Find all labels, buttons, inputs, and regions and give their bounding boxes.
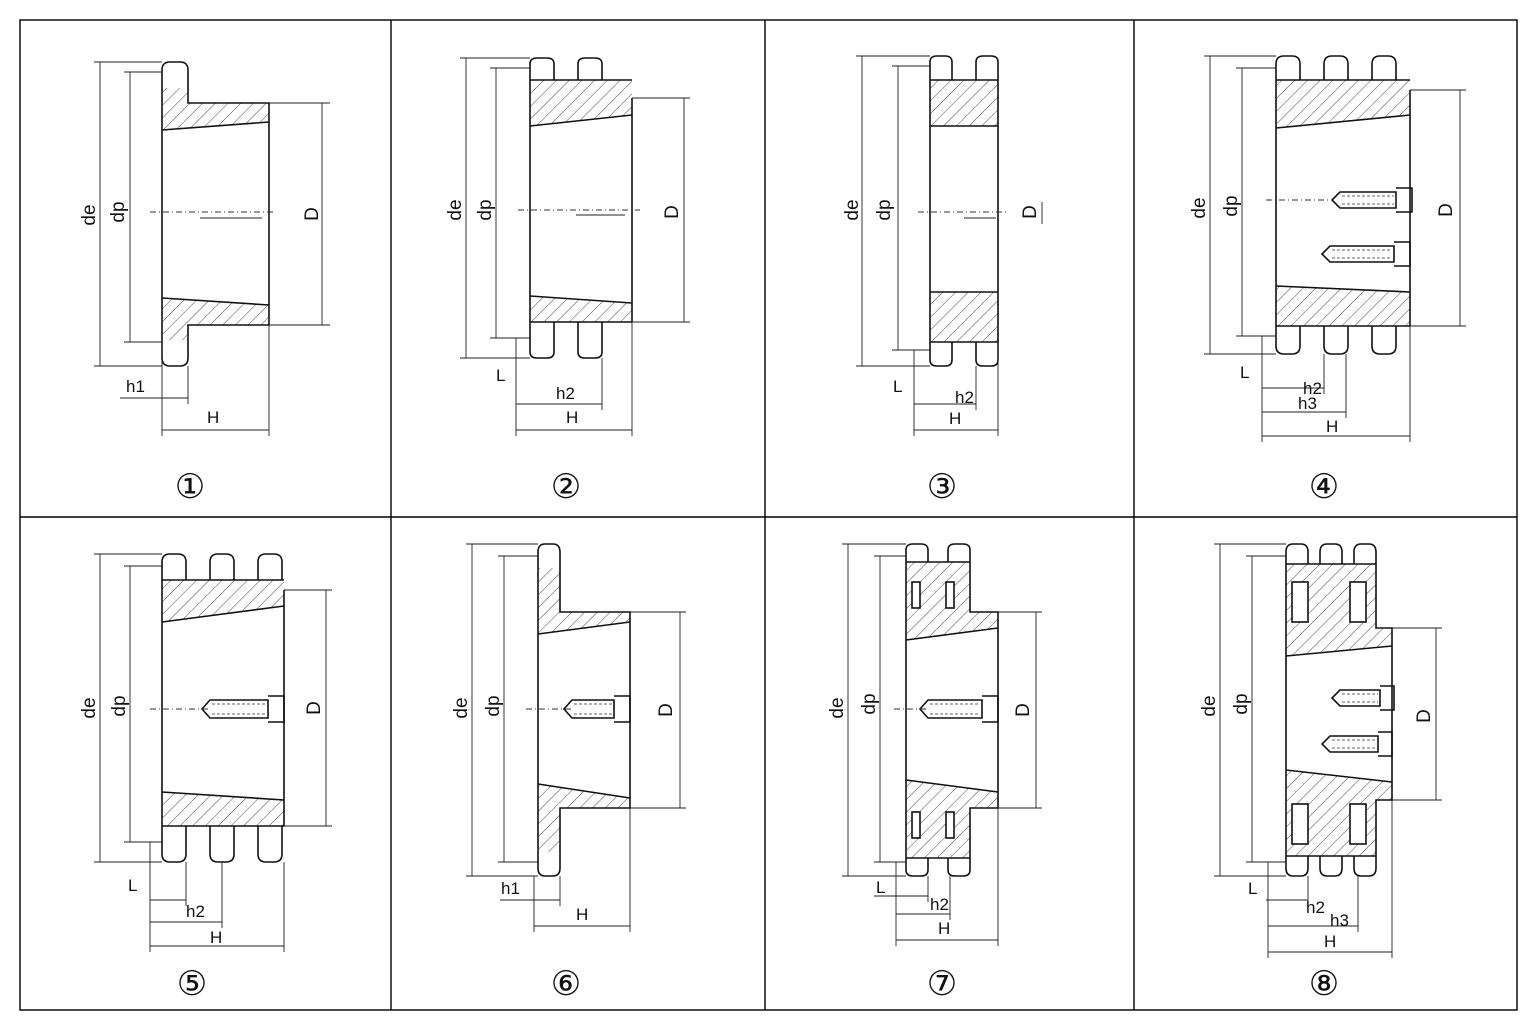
dp-label: dp — [1231, 693, 1252, 714]
H-label: H — [576, 905, 588, 924]
L-label: L — [876, 878, 885, 897]
panel-7 — [842, 543, 1042, 946]
panel-8 — [1214, 543, 1442, 958]
panel-number: ⑥ — [551, 965, 581, 1003]
h2-label: h2 — [1303, 379, 1322, 398]
h2-label: h2 — [556, 384, 575, 403]
dp-label: dp — [109, 695, 130, 716]
de-label: de — [827, 697, 848, 718]
h2-label: h2 — [186, 902, 205, 921]
panel-5-labels: de dp D L h2 H ⑤ — [79, 695, 325, 1003]
panel-7-labels: de dp D L h2 H ⑦ — [827, 693, 1034, 1003]
panel-1 — [94, 61, 330, 436]
panel-number: ② — [551, 468, 581, 506]
L-label: L — [1240, 363, 1249, 382]
panel-3 — [856, 55, 1008, 436]
h2-label: h2 — [955, 388, 974, 407]
de-label: de — [79, 204, 100, 225]
dp-label: dp — [1221, 195, 1242, 216]
panel-6-labels: de dp D h1 H ⑥ — [451, 695, 677, 1003]
panel-number: ① — [175, 468, 205, 506]
panel-4 — [1204, 55, 1466, 442]
h3-label: h3 — [1330, 911, 1349, 930]
panel-number: ⑧ — [1309, 965, 1339, 1003]
h2-label: h2 — [930, 895, 949, 914]
D-label: D — [656, 703, 677, 717]
panel-3-labels: de dp D L h2 H ③ — [842, 199, 1043, 506]
panel-number: ④ — [1309, 468, 1339, 506]
de-label: de — [79, 697, 100, 718]
D-label: D — [302, 207, 323, 221]
panel-2 — [460, 57, 690, 436]
dp-label: dp — [859, 693, 880, 714]
h1-label: h1 — [501, 879, 520, 898]
de-label: de — [1199, 695, 1220, 716]
h3-label: h3 — [1298, 394, 1317, 413]
H-label: H — [938, 919, 950, 938]
D-label: D — [1013, 703, 1034, 717]
panel-5 — [94, 553, 332, 952]
L-label: L — [496, 366, 505, 385]
panel-8-labels: de dp D L h2 h3 H ⑧ — [1199, 693, 1435, 1003]
D-label: D — [1414, 709, 1435, 723]
L-label: L — [1248, 879, 1257, 898]
H-label: H — [1326, 417, 1338, 436]
H-label: H — [949, 409, 961, 428]
h2-label: h2 — [1306, 898, 1325, 917]
D-label: D — [662, 205, 683, 219]
panel-6 — [466, 543, 686, 932]
de-label: de — [451, 697, 472, 718]
de-label: de — [842, 199, 863, 220]
D-label: D — [1436, 203, 1457, 217]
H-label: H — [210, 928, 222, 947]
H-label: H — [566, 408, 578, 427]
D-label: D — [304, 701, 325, 715]
L-label: L — [893, 377, 902, 396]
H-label: H — [207, 408, 219, 427]
de-label: de — [445, 199, 466, 220]
de-label: de — [1189, 197, 1210, 218]
panel-2-labels: de dp D L h2 H ② — [445, 199, 683, 506]
dp-label: dp — [475, 199, 496, 220]
H-label: H — [1324, 932, 1336, 951]
dp-label: dp — [108, 201, 129, 222]
L-label: L — [128, 876, 137, 895]
h1-label: h1 — [126, 377, 145, 396]
panel-4-labels: de dp D L h2 h3 H ④ — [1189, 195, 1457, 506]
dp-label: dp — [483, 695, 504, 716]
dp-label: dp — [874, 199, 895, 220]
D-label: D — [1020, 205, 1041, 219]
panel-1-labels: de dp D h1 H ① — [79, 201, 323, 506]
panel-number: ⑦ — [927, 965, 957, 1003]
panel-grid — [19, 19, 1518, 1011]
panel-number: ⑤ — [177, 965, 207, 1003]
panel-number: ③ — [927, 468, 957, 506]
